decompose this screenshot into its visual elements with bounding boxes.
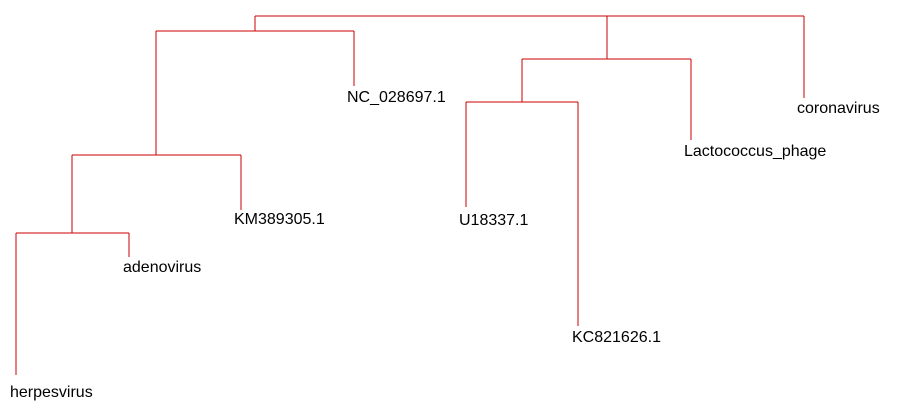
dendrogram-leaf-labels: herpesvirus adenovirus KM389305.1 NC_028… bbox=[10, 89, 880, 401]
leaf-label-lactococcus-phage: Lactococcus_phage bbox=[684, 143, 826, 160]
dendrogram-branches bbox=[15, 15, 805, 375]
leaf-label-u18337: U18337.1 bbox=[459, 212, 528, 229]
leaf-label-coronavirus: coronavirus bbox=[797, 100, 880, 117]
leaf-label-adenovirus: adenovirus bbox=[123, 259, 201, 276]
leaf-label-herpesvirus: herpesvirus bbox=[10, 384, 93, 401]
leaf-label-nc028697: NC_028697.1 bbox=[347, 89, 446, 106]
leaf-label-km389305: KM389305.1 bbox=[234, 211, 325, 228]
leaf-label-kc821626: KC821626.1 bbox=[572, 329, 661, 346]
